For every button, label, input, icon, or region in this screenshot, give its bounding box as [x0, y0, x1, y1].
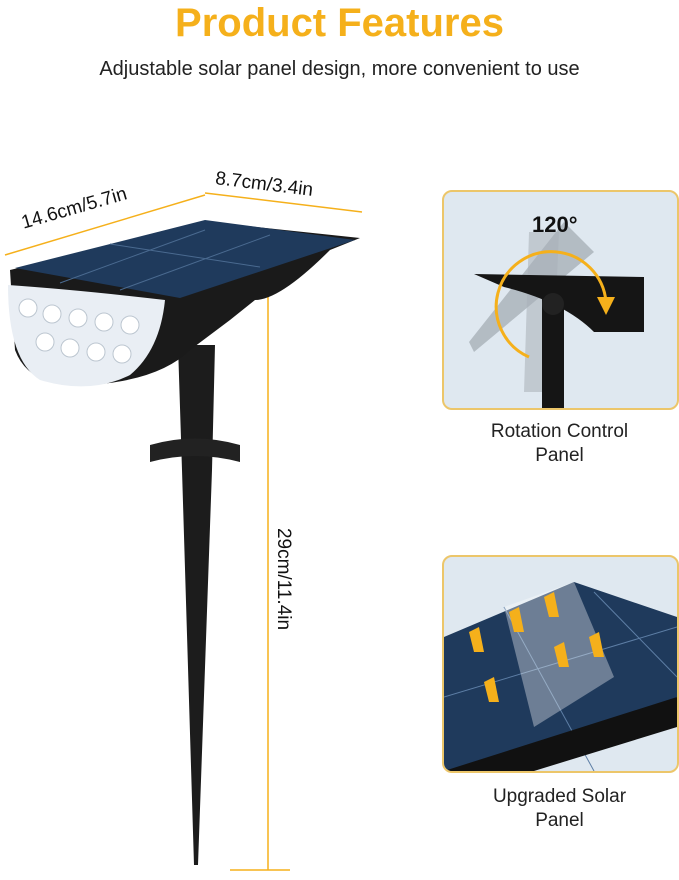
panel-grid — [59, 229, 271, 291]
led-beads — [18, 298, 140, 364]
solar-panel-feature-image — [442, 555, 679, 773]
rotation-caption: Rotation Control Panel — [442, 420, 677, 468]
caption-line: Rotation Control — [490, 421, 629, 442]
caption-line: Upgraded Solar — [492, 786, 627, 807]
caption-line: Panel — [535, 810, 584, 831]
stake-flange — [150, 438, 240, 462]
rotation-angle: 120° — [532, 212, 578, 237]
rotation-feature-image: 120° — [442, 190, 679, 410]
page-subtitle: Adjustable solar panel design, more conv… — [99, 58, 580, 80]
dimension-height: 29cm/11.4in — [273, 527, 295, 631]
page-title: Product Features — [175, 1, 504, 45]
solar-panel — [15, 220, 355, 298]
solar-panel-caption: Upgraded Solar Panel — [442, 785, 677, 833]
caption-line: Panel — [535, 445, 584, 466]
stake — [178, 345, 215, 865]
